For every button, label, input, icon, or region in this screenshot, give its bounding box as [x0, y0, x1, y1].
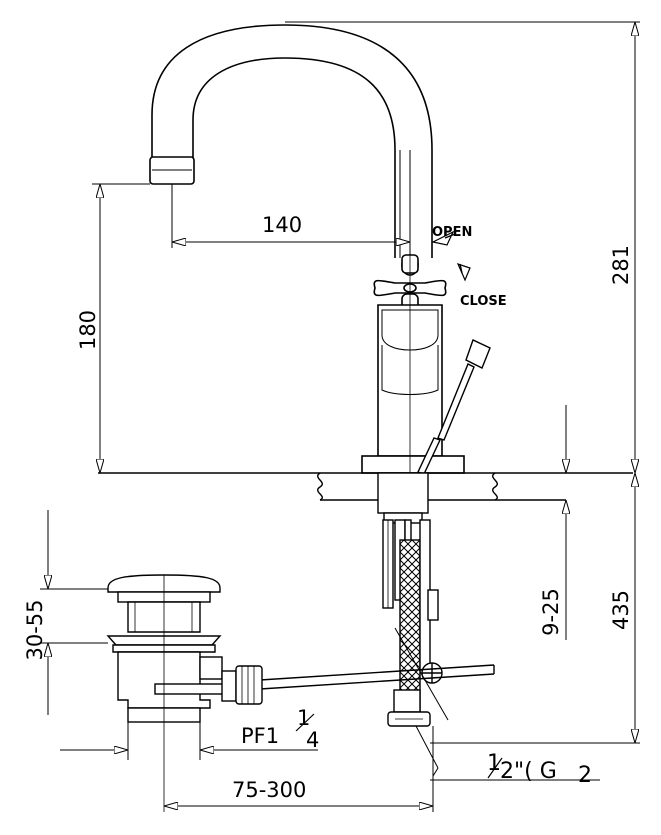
- faucet-body: [361, 160, 465, 475]
- dim-total-height: 281: [609, 245, 633, 285]
- dim-spout-height: 180: [76, 310, 100, 350]
- label-pf-num: 1: [297, 706, 310, 730]
- label-thread-num: 1: [487, 751, 501, 776]
- dim-pull-rod-length: 75-300: [232, 778, 306, 802]
- waste-drain: [106, 574, 263, 812]
- under-deck-assembly: [377, 472, 439, 727]
- dim-deck-thickness: 9-25: [539, 588, 563, 636]
- label-thread-mid: 2"( G: [500, 759, 557, 784]
- spout: [149, 24, 433, 258]
- dimension-lines: [40, 21, 640, 812]
- pull-rod: [259, 664, 495, 690]
- open-arrow-icon: [431, 230, 456, 246]
- counter-deck: [98, 472, 633, 501]
- label-pf-prefix: PF1: [241, 724, 279, 748]
- dim-waste-adjust: 30-55: [23, 599, 47, 660]
- dim-below-deck: 435: [609, 590, 633, 630]
- dim-spout-reach: 140: [262, 213, 302, 237]
- popup-lever: [417, 339, 491, 475]
- label-pf-den: 4: [306, 728, 319, 752]
- label-thread-den: 2: [578, 763, 592, 788]
- label-open: OPEN: [432, 225, 472, 240]
- label-close: CLOSE: [460, 294, 507, 309]
- close-arrow-icon: [456, 263, 471, 282]
